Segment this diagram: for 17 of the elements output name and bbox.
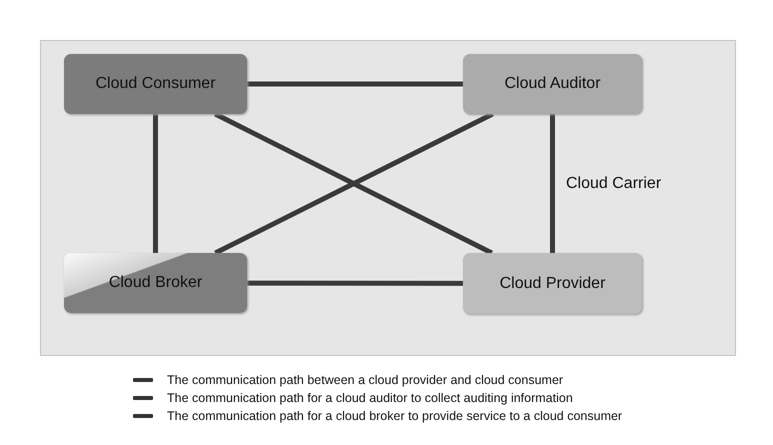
entity-label: Cloud Provider <box>500 274 606 292</box>
entity-label: Cloud Consumer <box>95 75 216 93</box>
legend-text: The communication path for a cloud auditor to collect auditing information <box>167 391 573 405</box>
connector-line <box>153 114 158 253</box>
legend-text: The communication path for a cloud broker to provide service to a cloud consumer <box>167 409 622 423</box>
entity-label: Cloud Broker <box>108 274 202 292</box>
entity-box <box>64 253 247 313</box>
panel-label: Cloud Carrier <box>566 175 662 193</box>
entity-box <box>463 54 642 114</box>
connector-line <box>247 280 463 286</box>
legend-text: The communication path between a cloud provider and cloud consumer <box>167 373 564 387</box>
entity-box <box>64 54 247 114</box>
connector-line <box>550 114 555 253</box>
carrier-panel <box>40 40 736 356</box>
entity-box <box>463 253 642 314</box>
entity-label: Cloud Auditor <box>504 75 601 93</box>
connector-line <box>247 82 463 86</box>
